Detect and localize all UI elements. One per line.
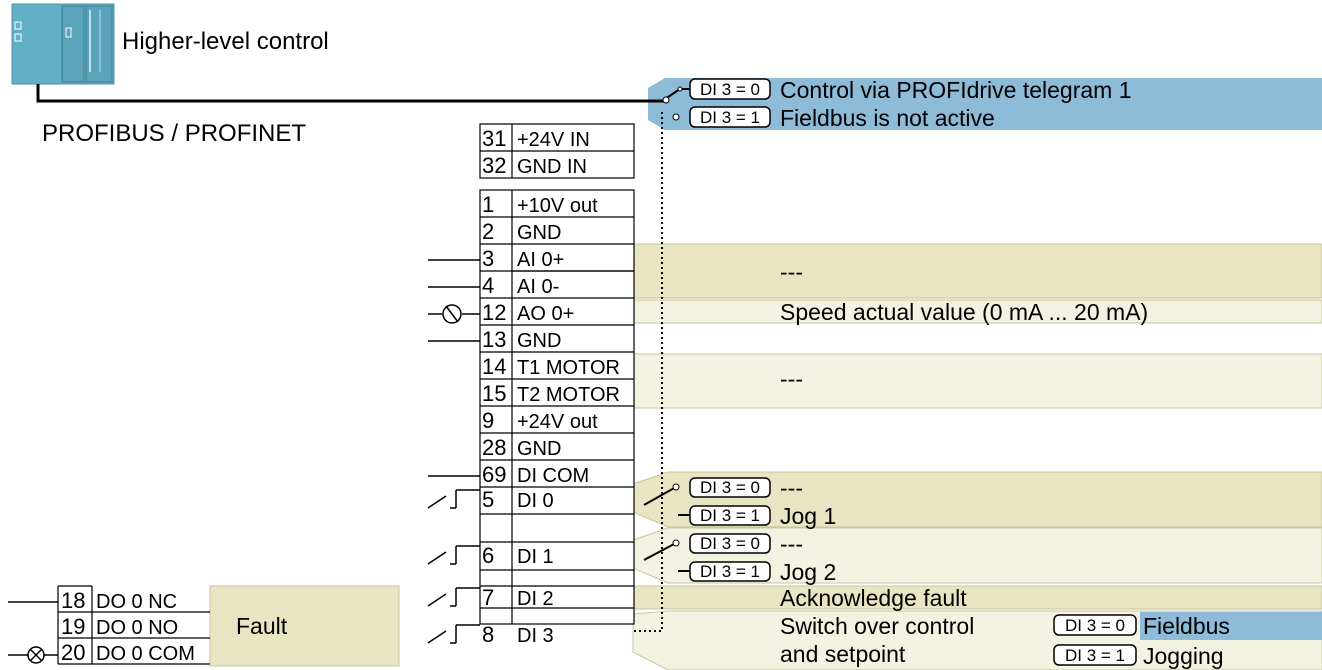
- relay-terminal-20-name: DO 0 COM: [96, 643, 195, 665]
- fieldbus-highlight: [1140, 612, 1322, 640]
- terminal-2-number: 2: [482, 219, 494, 244]
- bus-condition-1-badge: DI 3 = 1: [689, 106, 771, 128]
- di1-condition-1-badge: DI 3 = 1: [689, 561, 771, 582]
- terminal-8-number: 8: [482, 622, 494, 647]
- terminal-8-name: DI 3: [517, 625, 554, 647]
- terminal-32-name: GND IN: [517, 156, 587, 178]
- di1-function-1: Jog 2: [780, 559, 836, 585]
- terminal-1-name: +10V out: [517, 195, 598, 217]
- terminal-12-number: 12: [482, 300, 506, 325]
- terminal-15-name: T2 MOTOR: [517, 384, 620, 406]
- controller-label: Higher-level control: [122, 28, 329, 55]
- svg-text:DI 3 = 0: DI 3 = 0: [700, 478, 760, 497]
- terminal-9-number: 9: [482, 408, 494, 433]
- svg-text:DI 3 = 1: DI 3 = 1: [1065, 646, 1125, 665]
- switch-di1-icon: [427, 545, 480, 565]
- ai0-function: ---: [780, 259, 803, 285]
- terminal-6-name: DI 1: [517, 546, 554, 568]
- terminal-32-number: 32: [482, 153, 506, 178]
- terminal-4-name: AI 0-: [517, 276, 559, 298]
- di2-function: Acknowledge fault: [780, 585, 967, 611]
- terminal-13-name: GND: [517, 330, 561, 352]
- terminal-13-number: 13: [482, 327, 506, 352]
- terminal-7-name: DI 2: [517, 588, 554, 610]
- terminal-12-name: AO 0+: [517, 303, 574, 325]
- relay-terminal-strip: [57, 585, 210, 665]
- svg-text:DI 3 = 0: DI 3 = 0: [700, 80, 760, 99]
- svg-text:DI 3 = 1: DI 3 = 1: [700, 108, 760, 127]
- svg-text:DI 3 = 1: DI 3 = 1: [700, 562, 760, 581]
- switch-di0-icon: [427, 489, 480, 509]
- terminal-9-name: +24V out: [517, 411, 598, 433]
- terminal-6-number: 6: [482, 543, 494, 568]
- di0-function-0: ---: [780, 475, 803, 501]
- terminal-2-name: GND: [517, 222, 561, 244]
- svg-text:DI 3 = 0: DI 3 = 0: [700, 534, 760, 553]
- terminal-14-name: T1 MOTOR: [517, 357, 620, 379]
- bus-label: PROFIBUS / PROFINET: [42, 120, 306, 147]
- controller-device-icon: [11, 3, 115, 85]
- ao0-function: Speed actual value (0 mA ... 20 mA): [780, 299, 1148, 325]
- ai0-function-band: [632, 243, 1322, 299]
- di1-function-0: ---: [780, 531, 803, 557]
- terminal-69-name: DI COM: [517, 465, 589, 487]
- terminal-69-number: 69: [482, 462, 506, 487]
- motor-temp-function: ---: [780, 366, 803, 392]
- switch-di2-icon: [427, 587, 480, 607]
- terminal-5-number: 5: [482, 487, 494, 512]
- motor-temp-function-band: [632, 353, 1322, 409]
- di0-function-1: Jog 1: [780, 503, 836, 529]
- lamp-icon: [8, 646, 58, 664]
- terminal-28-number: 28: [482, 435, 506, 460]
- bus-condition-0-badge: DI 3 = 0: [689, 78, 771, 100]
- terminal-3-name: AI 0+: [517, 249, 564, 271]
- terminal-3-number: 3: [482, 246, 494, 271]
- di0-condition-0-badge: DI 3 = 0: [689, 477, 771, 498]
- di3-condition-1-badge: DI 3 = 1: [1053, 644, 1137, 666]
- bus-function-1: Fieldbus is not active: [780, 105, 995, 131]
- terminal-31-name: +24V IN: [517, 129, 590, 151]
- di3-condition-0-badge: DI 3 = 0: [1053, 614, 1137, 636]
- relay-terminal-18-number: 18: [61, 588, 85, 613]
- bus-function-0: Control via PROFIdrive telegram 1: [780, 77, 1132, 103]
- terminal-strip: [479, 123, 635, 625]
- terminal-31-number: 31: [482, 126, 506, 151]
- terminal-14-number: 14: [482, 354, 506, 379]
- relay-function: Fault: [236, 613, 288, 639]
- terminal-15-number: 15: [482, 381, 506, 406]
- di3-function-line1: Switch over control: [780, 613, 974, 639]
- relay-terminal-19-name: DO 0 NO: [96, 617, 178, 639]
- di3-function-line2: and setpoint: [780, 641, 906, 667]
- relay-terminal-19-number: 19: [61, 614, 85, 639]
- di3-function-0: Fieldbus: [1143, 613, 1230, 639]
- terminal-4-number: 4: [482, 273, 494, 298]
- di3-function-1: Jogging: [1143, 643, 1224, 669]
- relay-function-band: [209, 585, 400, 667]
- di1-condition-0-badge: DI 3 = 0: [689, 533, 771, 554]
- svg-text:DI 3 = 0: DI 3 = 0: [1065, 616, 1125, 635]
- svg-text:DI 3 = 1: DI 3 = 1: [700, 506, 760, 525]
- relay-terminal-20-number: 20: [61, 640, 85, 665]
- terminal-7-number: 7: [482, 585, 494, 610]
- di2-function-band: [632, 585, 1322, 610]
- terminal-5-name: DI 0: [517, 490, 554, 512]
- bus-function-band: [648, 78, 1322, 130]
- bus-cable: [36, 84, 665, 103]
- meter-icon: [428, 304, 480, 324]
- terminal-1-number: 1: [482, 192, 494, 217]
- terminal-28-name: GND: [517, 438, 561, 460]
- di0-condition-1-badge: DI 3 = 1: [689, 505, 771, 526]
- switch-di3-icon: [427, 624, 480, 644]
- relay-terminal-18-name: DO 0 NC: [96, 591, 177, 613]
